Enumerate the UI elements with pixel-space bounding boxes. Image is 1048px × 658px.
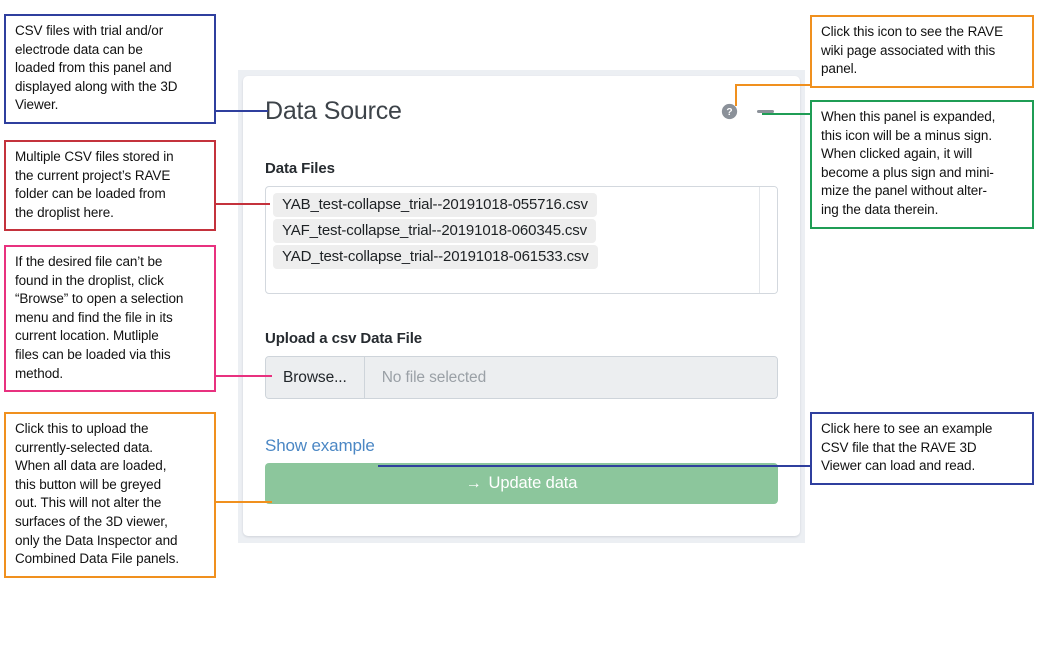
selected-file-text: No file selected — [364, 357, 777, 398]
callout-text: If the desired file can’t be found in th… — [15, 254, 184, 381]
svg-text:?: ? — [726, 107, 732, 118]
callout-text: Multiple CSV files stored in the current… — [15, 149, 174, 220]
callout-update-data-upload: Click this to upload the currently-selec… — [4, 412, 216, 578]
connector-line-show-example-csv — [378, 465, 812, 467]
file-chip-1[interactable]: YAB_test-collapse_trial--20191018-055716… — [273, 193, 597, 217]
callout-text: Click here to see an example CSV file th… — [821, 421, 993, 474]
list-item[interactable]: YAB_test-collapse_trial--20191018-055716… — [273, 193, 771, 219]
show-example-link[interactable]: Show example — [265, 436, 375, 455]
arrow-right-icon: → — [465, 474, 482, 492]
callout-text: CSV files with trial and/or electrode da… — [15, 23, 178, 113]
callout-csv-files-intro: CSV files with trial and/or electrode da… — [4, 14, 216, 124]
data-files-droplist[interactable]: YAB_test-collapse_trial--20191018-055716… — [265, 186, 778, 294]
callout-browse-selection: If the desired file can’t be found in th… — [4, 245, 216, 393]
callout-show-example-csv: Click here to see an example CSV file th… — [810, 412, 1034, 485]
app-panel-backdrop: Data Source ? Data Files YAB_test-collap… — [238, 70, 805, 543]
page-title: Data Source — [265, 96, 402, 125]
callout-minimize-panel-icon: When this panel is expanded, this icon w… — [810, 100, 1034, 229]
connector-line-wiki-help-icon — [735, 84, 811, 86]
list-item[interactable]: YAD_test-collapse_trial--20191018-061533… — [273, 245, 771, 271]
browse-button[interactable]: Browse... — [266, 357, 365, 398]
update-data-button-label: Update data — [488, 474, 578, 492]
droplist-scrollbar[interactable] — [759, 187, 777, 293]
data-files-label: Data Files — [265, 160, 335, 177]
callout-text: Click this to upload the currently-selec… — [15, 421, 179, 567]
upload-csv-label: Upload a csv Data File — [265, 330, 423, 347]
file-chip-3[interactable]: YAD_test-collapse_trial--20191018-061533… — [273, 245, 598, 269]
update-data-button[interactable]: → Update data — [265, 463, 778, 504]
minus-icon[interactable] — [757, 109, 774, 113]
callout-text: When this panel is expanded, this icon w… — [821, 109, 996, 217]
callout-text: Click this icon to see the RAVE wiki pag… — [821, 24, 1003, 77]
connector-line-update-data-upload — [215, 501, 272, 503]
list-item[interactable]: YAF_test-collapse_trial--20191018-060345… — [273, 219, 771, 245]
panel-header-actions: ? — [721, 103, 778, 120]
callout-wiki-help-icon: Click this icon to see the RAVE wiki pag… — [810, 15, 1034, 88]
data-source-panel: Data Source ? Data Files YAB_test-collap… — [243, 76, 800, 536]
connector-line-browse-selection — [215, 375, 272, 377]
connector-line-multiple-csv-droplist — [215, 203, 270, 205]
connector-line-minimize-panel-icon — [762, 113, 811, 115]
panel-header: Data Source ? — [265, 90, 778, 132]
question-circle-icon[interactable]: ? — [721, 103, 738, 120]
callout-multiple-csv-droplist: Multiple CSV files stored in the current… — [4, 140, 216, 232]
connector-line-csv-files-intro — [215, 110, 268, 112]
file-upload-control[interactable]: Browse... No file selected — [265, 356, 778, 399]
file-chip-2[interactable]: YAF_test-collapse_trial--20191018-060345… — [273, 219, 596, 243]
connector-line-wiki-help-vertical — [735, 84, 737, 106]
